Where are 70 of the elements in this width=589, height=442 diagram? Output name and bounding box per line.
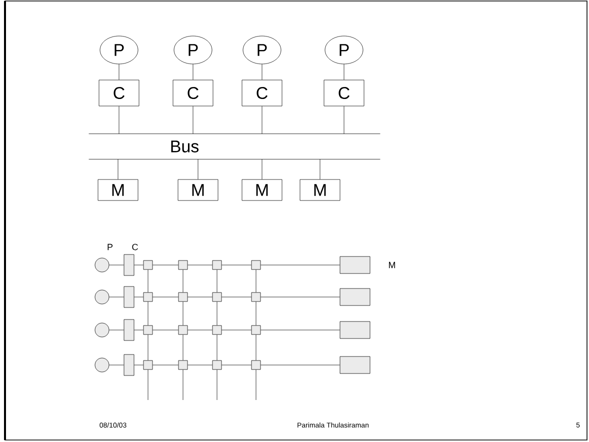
processor-circle xyxy=(94,322,110,338)
memory-box: M xyxy=(242,179,282,201)
connector-line xyxy=(260,264,340,266)
connector-line xyxy=(182,302,184,326)
connector-line xyxy=(216,270,218,292)
connector-line xyxy=(192,106,194,134)
connector-line xyxy=(152,296,178,298)
connector-line xyxy=(134,364,144,366)
processor-circle xyxy=(94,258,110,272)
controller-bar xyxy=(124,286,134,308)
connector-line xyxy=(216,334,218,360)
switch-square xyxy=(251,260,261,270)
connector-line xyxy=(134,264,144,266)
switch-square xyxy=(212,360,222,370)
connector-line xyxy=(109,264,124,266)
connector-line xyxy=(188,296,212,298)
connector-line xyxy=(109,364,124,366)
connector-line xyxy=(222,264,252,266)
switch-square xyxy=(143,360,153,370)
switch-square xyxy=(212,325,222,335)
memory-box: M xyxy=(178,179,218,201)
connector-line xyxy=(182,370,184,400)
switch-square xyxy=(212,260,222,270)
connector-line xyxy=(118,106,120,134)
node-label: C xyxy=(132,244,138,250)
connector-line xyxy=(118,64,120,80)
cache-box: C xyxy=(172,80,214,106)
memory-box xyxy=(340,256,370,274)
connector-line xyxy=(134,296,144,298)
cache-box: C xyxy=(242,80,282,106)
switch-square xyxy=(251,360,261,370)
memory-box xyxy=(340,321,370,339)
switch-square xyxy=(178,360,188,370)
connector-line xyxy=(152,264,178,266)
connector-line xyxy=(216,302,218,326)
memory-box: M xyxy=(300,179,340,201)
connector-line xyxy=(222,296,252,298)
connector-line xyxy=(109,296,124,298)
connector-line xyxy=(192,64,194,80)
connector-line xyxy=(260,364,340,366)
connector-line xyxy=(216,370,218,400)
switch-square xyxy=(143,292,153,302)
switch-square xyxy=(143,325,153,335)
memory-box: M xyxy=(98,179,138,201)
switch-square xyxy=(251,325,261,335)
cache-box: C xyxy=(98,80,140,106)
switch-square xyxy=(178,325,188,335)
memory-box xyxy=(340,356,370,374)
switch-square xyxy=(178,292,188,302)
processor-circle xyxy=(94,358,110,372)
connector-line xyxy=(182,270,184,292)
switch-square xyxy=(178,260,188,270)
cache-box: C xyxy=(324,80,364,106)
switch-square xyxy=(251,292,261,302)
bus-band: Bus xyxy=(88,134,380,160)
switch-square xyxy=(143,260,153,270)
memory-box xyxy=(340,288,370,306)
node-label: P xyxy=(108,244,113,250)
connector-line xyxy=(260,296,340,298)
switch-square xyxy=(212,292,222,302)
connector-line xyxy=(152,364,178,366)
connector-line xyxy=(182,334,184,360)
connector-line xyxy=(188,364,212,366)
node-label: M xyxy=(389,262,396,268)
controller-bar xyxy=(124,354,134,376)
processor-circle xyxy=(94,290,110,304)
connector-line xyxy=(188,264,212,266)
controller-bar xyxy=(124,319,134,341)
connector-line xyxy=(222,364,252,366)
controller-bar xyxy=(124,254,134,276)
